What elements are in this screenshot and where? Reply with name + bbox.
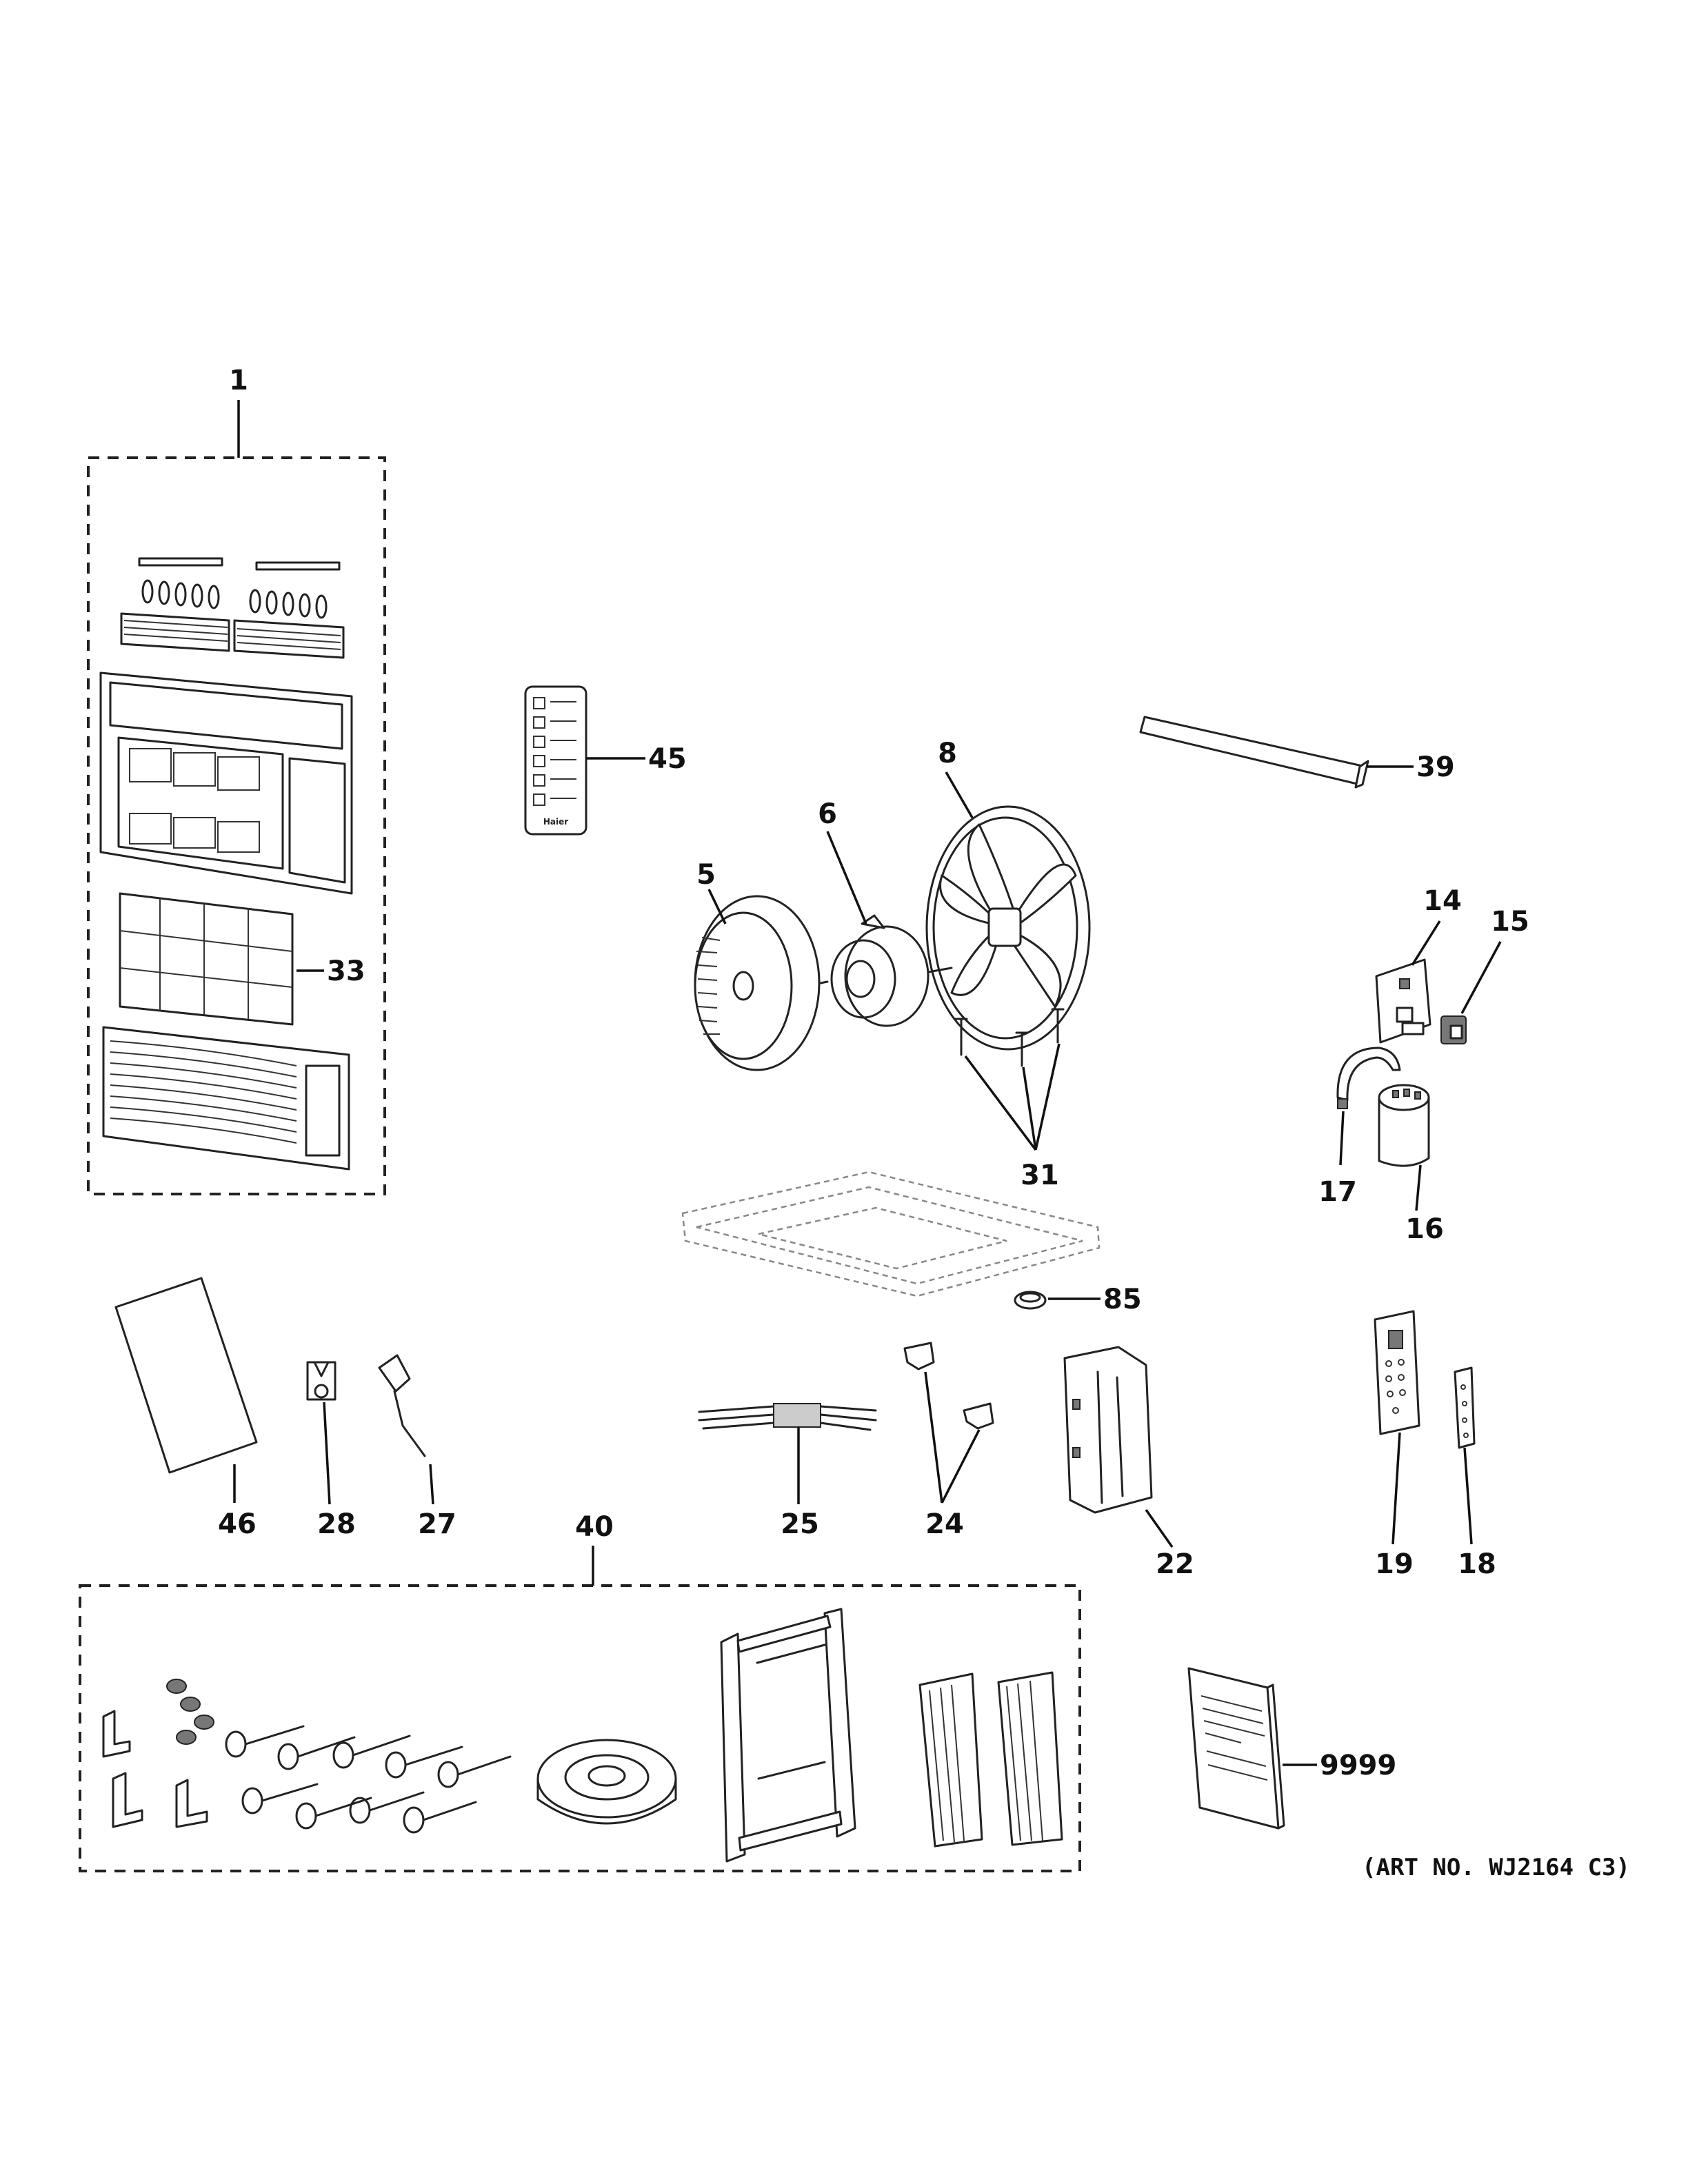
- retaining-clips: [903, 1342, 994, 1430]
- leader-18: [1463, 1447, 1473, 1545]
- leader-19: [1391, 1432, 1401, 1545]
- base-pan-phantom: [681, 1171, 1101, 1297]
- leader-16: [1415, 1164, 1422, 1211]
- part-label-5: 5: [696, 859, 716, 891]
- front-grille-panel: [102, 1026, 350, 1171]
- display-board: [1374, 1310, 1420, 1435]
- part-label-6: 6: [818, 798, 837, 830]
- control-box-bracket: [1063, 1346, 1153, 1514]
- wood-screws: [225, 1725, 512, 1834]
- fan-motor: [812, 914, 953, 1027]
- wire-harness: [698, 1403, 877, 1431]
- part-label-85: 85: [1103, 1284, 1142, 1315]
- leader-28: [323, 1402, 331, 1505]
- mounting-brackets: [102, 1710, 208, 1828]
- capacitor-strap: [1336, 1046, 1401, 1109]
- part-label-28: 28: [317, 1508, 356, 1540]
- part-label-8: 8: [938, 738, 957, 769]
- part-label-24: 24: [925, 1508, 964, 1540]
- control-board: [1375, 958, 1431, 1044]
- part-label-16: 16: [1405, 1213, 1444, 1245]
- leader-22: [1145, 1508, 1174, 1548]
- relay-switch: [1440, 1015, 1467, 1044]
- foam-seal-roll: [536, 1739, 677, 1825]
- part-label-40: 40: [575, 1511, 614, 1543]
- part-label-25: 25: [781, 1508, 819, 1540]
- leader-8: [945, 771, 974, 818]
- leader-15: [1460, 941, 1502, 1014]
- rating-label-sheet: [114, 1277, 258, 1474]
- part-label-19: 19: [1375, 1548, 1414, 1580]
- assembly-1-boundary: [87, 456, 386, 1195]
- part-label-1: 1: [229, 365, 248, 396]
- part-label-39: 39: [1416, 751, 1455, 783]
- leader-17: [1339, 1111, 1345, 1166]
- front-frame: [99, 671, 353, 895]
- part-label-17: 17: [1318, 1176, 1357, 1208]
- motor-mount-screws: [954, 1008, 1065, 1067]
- top-trim-strip: [1139, 716, 1369, 789]
- leader-14: [1411, 920, 1441, 966]
- vent-grilles: [120, 612, 345, 659]
- drain-plug: [1014, 1291, 1047, 1310]
- part-label-27: 27: [418, 1508, 456, 1540]
- part-label-18: 18: [1458, 1548, 1496, 1580]
- leader-31: [964, 1043, 1061, 1151]
- part-label-46: 46: [218, 1508, 257, 1540]
- blower-wheel: [694, 895, 821, 1071]
- part-label-31: 31: [1021, 1160, 1059, 1191]
- part-label-33: 33: [327, 956, 365, 987]
- part-label-45: 45: [648, 743, 687, 775]
- owners-manual: [1187, 1667, 1285, 1830]
- window-frame-kit: [720, 1608, 856, 1863]
- leader-5: [707, 889, 727, 924]
- part-label-15: 15: [1491, 906, 1529, 938]
- remote-brand-logo: Haier: [543, 817, 568, 827]
- leader-27: [429, 1464, 434, 1505]
- air-filter: [119, 892, 294, 1026]
- black-screws: [166, 1679, 214, 1745]
- leader-6: [826, 831, 867, 924]
- assembly-40-boundary: [79, 1584, 1081, 1872]
- part-label-14: 14: [1423, 885, 1462, 917]
- leader-24: [924, 1371, 981, 1504]
- condenser-fan-blade: [925, 805, 1091, 1051]
- cord-bracket: [306, 1361, 336, 1401]
- sensor-board: [1454, 1366, 1476, 1449]
- power-cord-sensor: [378, 1354, 426, 1457]
- run-capacitor: [1378, 1084, 1430, 1167]
- part-label-22: 22: [1156, 1548, 1194, 1580]
- louver-clips: [138, 557, 341, 619]
- side-curtain-panels: [918, 1671, 1063, 1848]
- art-number: (ART NO. WJ2164 C3): [1362, 1854, 1630, 1881]
- remote-control: [524, 685, 587, 836]
- part-label-9999: 9999: [1320, 1750, 1396, 1781]
